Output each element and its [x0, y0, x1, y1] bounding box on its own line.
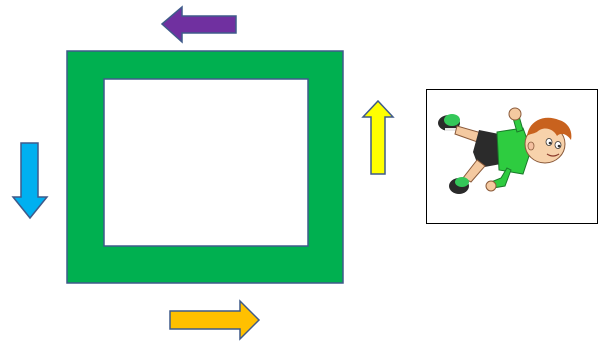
track-inner [103, 78, 309, 247]
front-shoe [449, 177, 469, 194]
running-boy-icon [438, 107, 572, 194]
shorts [473, 130, 501, 168]
square-track [66, 50, 344, 284]
picture-frame [426, 89, 598, 224]
head [524, 117, 572, 164]
hair [527, 117, 572, 140]
arrow-left-icon [160, 5, 237, 44]
arrow-right-icon [169, 299, 261, 341]
back-shoe [438, 114, 460, 131]
arrow-down-icon [11, 142, 49, 220]
arrow-up-icon [361, 99, 395, 175]
